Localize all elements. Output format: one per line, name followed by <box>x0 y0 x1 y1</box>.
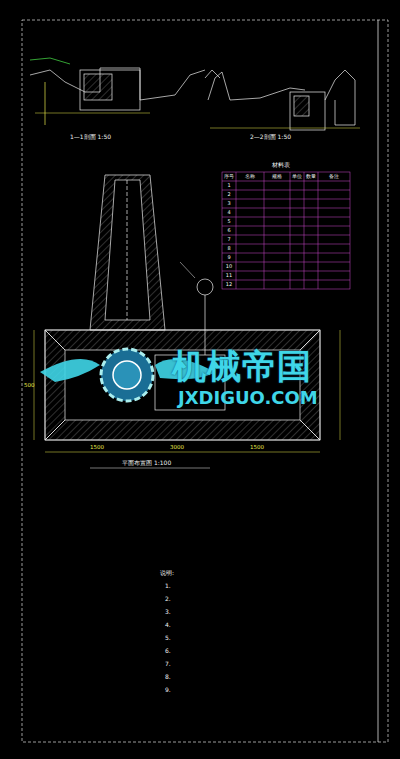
table-cell: 6 <box>227 228 230 234</box>
dimension: 1500 <box>90 444 104 450</box>
caption: 7. <box>165 661 171 668</box>
caption: 9. <box>165 687 171 694</box>
table-cell: 5 <box>227 219 230 225</box>
table-cell: 9 <box>227 255 230 261</box>
table-cell: 单位 <box>292 174 302 180</box>
table-cell: 规格 <box>272 174 282 180</box>
dimension: 1500 <box>250 444 264 450</box>
table-cell: 名称 <box>245 174 255 180</box>
table-cell: 2 <box>227 192 230 198</box>
caption: 材料表 <box>272 162 290 169</box>
caption: 2—2剖面 1:50 <box>250 134 291 141</box>
table-cell: 数量 <box>306 174 316 180</box>
dimension: 500 <box>24 382 35 388</box>
watermark: JXDIGUO.COM <box>178 388 318 408</box>
watermark: 机械帝国 <box>172 348 312 385</box>
material-table <box>222 172 350 289</box>
caption: 8. <box>165 674 171 681</box>
table-cell: 7 <box>227 237 230 243</box>
table-cell: 12 <box>226 282 232 288</box>
caption: 4. <box>165 622 171 629</box>
table-cell: 11 <box>226 273 232 279</box>
dimension: 3000 <box>170 444 184 450</box>
table-cell: 备注 <box>329 174 339 180</box>
caption: 平面布置图 1:100 <box>122 460 171 467</box>
table-cell: 1 <box>227 183 230 189</box>
table-cell: 10 <box>226 264 232 270</box>
caption: 6. <box>165 648 171 655</box>
table-cell: 4 <box>227 210 230 216</box>
section-view <box>205 70 360 130</box>
table-cell: 3 <box>227 201 230 207</box>
caption: 说明: <box>160 570 174 577</box>
plan-view <box>34 175 340 468</box>
table-cell: 序号 <box>224 174 234 180</box>
section-view <box>30 58 205 125</box>
table-cell: 8 <box>227 246 230 252</box>
caption: 3. <box>165 609 171 616</box>
sheet-frame <box>22 20 388 742</box>
caption: 1—1剖面 1:50 <box>70 134 111 141</box>
caption: 2. <box>165 596 171 603</box>
caption: 5. <box>165 635 171 642</box>
frame-line <box>378 20 379 742</box>
caption: 1. <box>165 583 171 590</box>
